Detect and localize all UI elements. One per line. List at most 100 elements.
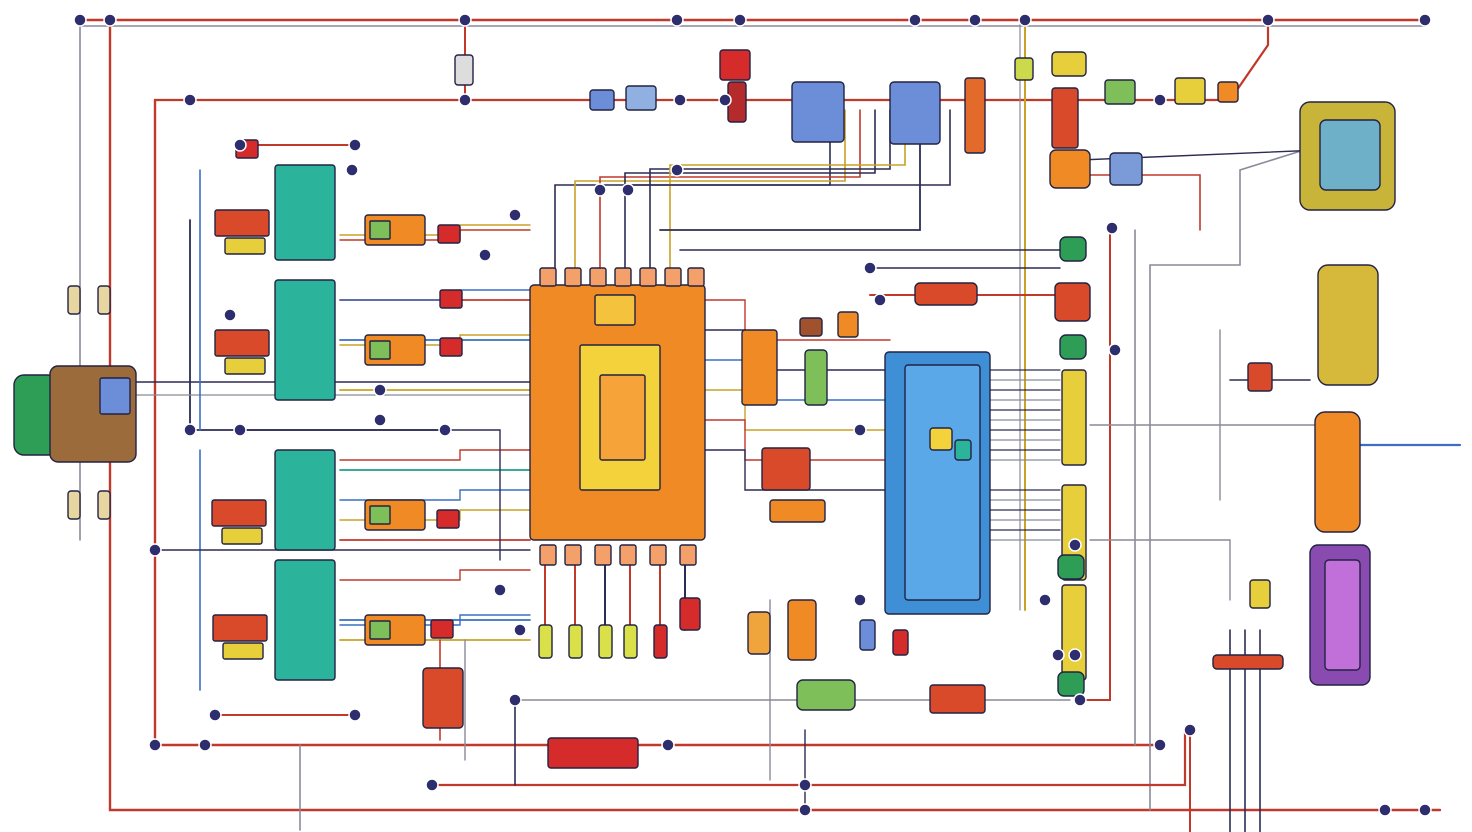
- top-terminal: [1014, 57, 1034, 81]
- junction-node: [1378, 803, 1392, 817]
- microcontroller-core: [599, 374, 646, 461]
- fuse-holder: [67, 490, 81, 520]
- resistor-pack-label: [369, 620, 391, 640]
- junction-node: [373, 383, 387, 397]
- terminal-block: [439, 337, 463, 357]
- mcu-top-wire: [669, 109, 906, 286]
- probe-connector: [679, 597, 701, 631]
- alternator: [1317, 264, 1379, 386]
- junction-node: [345, 163, 359, 177]
- upper-feed-wire: [153, 18, 1270, 102]
- mcu-module-wire: [704, 359, 891, 401]
- junction-node: [593, 183, 607, 197]
- relay-branch-wire: [339, 489, 531, 501]
- relay: [211, 499, 267, 527]
- junction-node: [1105, 221, 1119, 235]
- mcu-top-wire: [574, 109, 846, 286]
- inline-module: [589, 89, 615, 111]
- junction-node: [208, 708, 222, 722]
- small-relay: [799, 317, 823, 337]
- terminal-block: [430, 619, 454, 639]
- mcu-top-wire: [659, 109, 921, 231]
- green-terminal: [1057, 554, 1085, 580]
- wire-layer: [78, 18, 1462, 832]
- junction-node: [670, 163, 684, 177]
- mcu-bottom-pin: [649, 544, 667, 566]
- probe-connector: [653, 624, 668, 659]
- mcu-module-wire: [704, 299, 891, 341]
- fuse-holder: [97, 490, 111, 520]
- resistor-array: [741, 329, 778, 406]
- junction-node: [661, 738, 675, 752]
- shunt-resistor: [769, 499, 826, 523]
- mcu-bottom-pin: [564, 544, 582, 566]
- junction-node: [348, 138, 362, 152]
- junction-node: [1418, 803, 1432, 817]
- sensor-block: [1049, 149, 1091, 189]
- junction-node: [853, 423, 867, 437]
- upper-relay: [1051, 87, 1079, 149]
- junction-node: [438, 423, 452, 437]
- junction-node: [508, 693, 522, 707]
- mcu-top-wire: [649, 109, 891, 286]
- probe-connector: [598, 624, 613, 659]
- terminal-block: [439, 289, 463, 309]
- bottom-return-wire: [428, 728, 1187, 787]
- relay-board: [274, 164, 336, 261]
- bottom-fuse: [929, 684, 986, 714]
- module-right-wire: [1089, 539, 1231, 601]
- ecu-panel: [1324, 559, 1361, 671]
- junction-node: [348, 708, 362, 722]
- top-sensor: [1104, 79, 1136, 105]
- junction-node: [223, 308, 237, 322]
- mcu-module-wire: [704, 389, 891, 431]
- junction-node: [493, 583, 507, 597]
- alternator-relay: [1247, 362, 1273, 392]
- junction-node: [733, 13, 747, 27]
- junction-node: [798, 778, 812, 792]
- top-relay-module: [791, 81, 845, 143]
- bottom-relay: [796, 679, 856, 711]
- relay: [214, 329, 270, 357]
- junction-node: [73, 13, 87, 27]
- power-transistor: [761, 447, 811, 491]
- top-sensor: [1174, 77, 1206, 105]
- sensor-block: [1314, 411, 1361, 533]
- relay-board: [274, 279, 336, 401]
- junction-node: [458, 93, 472, 107]
- top-terminal: [1051, 51, 1087, 77]
- junction-node: [1418, 13, 1432, 27]
- terminal-block: [436, 509, 460, 529]
- component-layer: [13, 49, 1396, 769]
- top-sensor: [1217, 81, 1239, 103]
- indicator: [892, 629, 909, 656]
- mcu-top-wire: [554, 109, 831, 286]
- relay-branch-wire: [339, 449, 531, 461]
- mcu-top-pin: [687, 267, 705, 287]
- mcu-top-wire: [624, 109, 876, 286]
- green-terminal: [1057, 671, 1085, 697]
- relay-connector: [222, 642, 264, 660]
- mcu-module-wire: [704, 449, 891, 491]
- mcu-bottom-pin: [619, 544, 637, 566]
- inline-module: [625, 85, 657, 111]
- junction-node: [968, 13, 982, 27]
- probe-connector: [623, 624, 638, 659]
- mcu-bottom-pin: [594, 544, 612, 566]
- junction-node: [670, 13, 684, 27]
- outer-loop-wire: [108, 18, 1442, 812]
- junction-node: [1183, 723, 1197, 737]
- top-plug: [454, 54, 474, 86]
- mcu-top-pin: [539, 267, 557, 287]
- bottom-fuse-block: [547, 737, 639, 769]
- junction-node: [1261, 13, 1275, 27]
- motor-housing: [1319, 119, 1381, 191]
- junction-node: [103, 13, 117, 27]
- mcu-bottom-pin: [679, 544, 697, 566]
- indicator: [859, 619, 876, 651]
- junction-node: [198, 738, 212, 752]
- relay-connector: [221, 527, 263, 545]
- relay-board: [274, 449, 336, 551]
- junction-node: [1153, 93, 1167, 107]
- ecu-fuse: [1249, 579, 1271, 609]
